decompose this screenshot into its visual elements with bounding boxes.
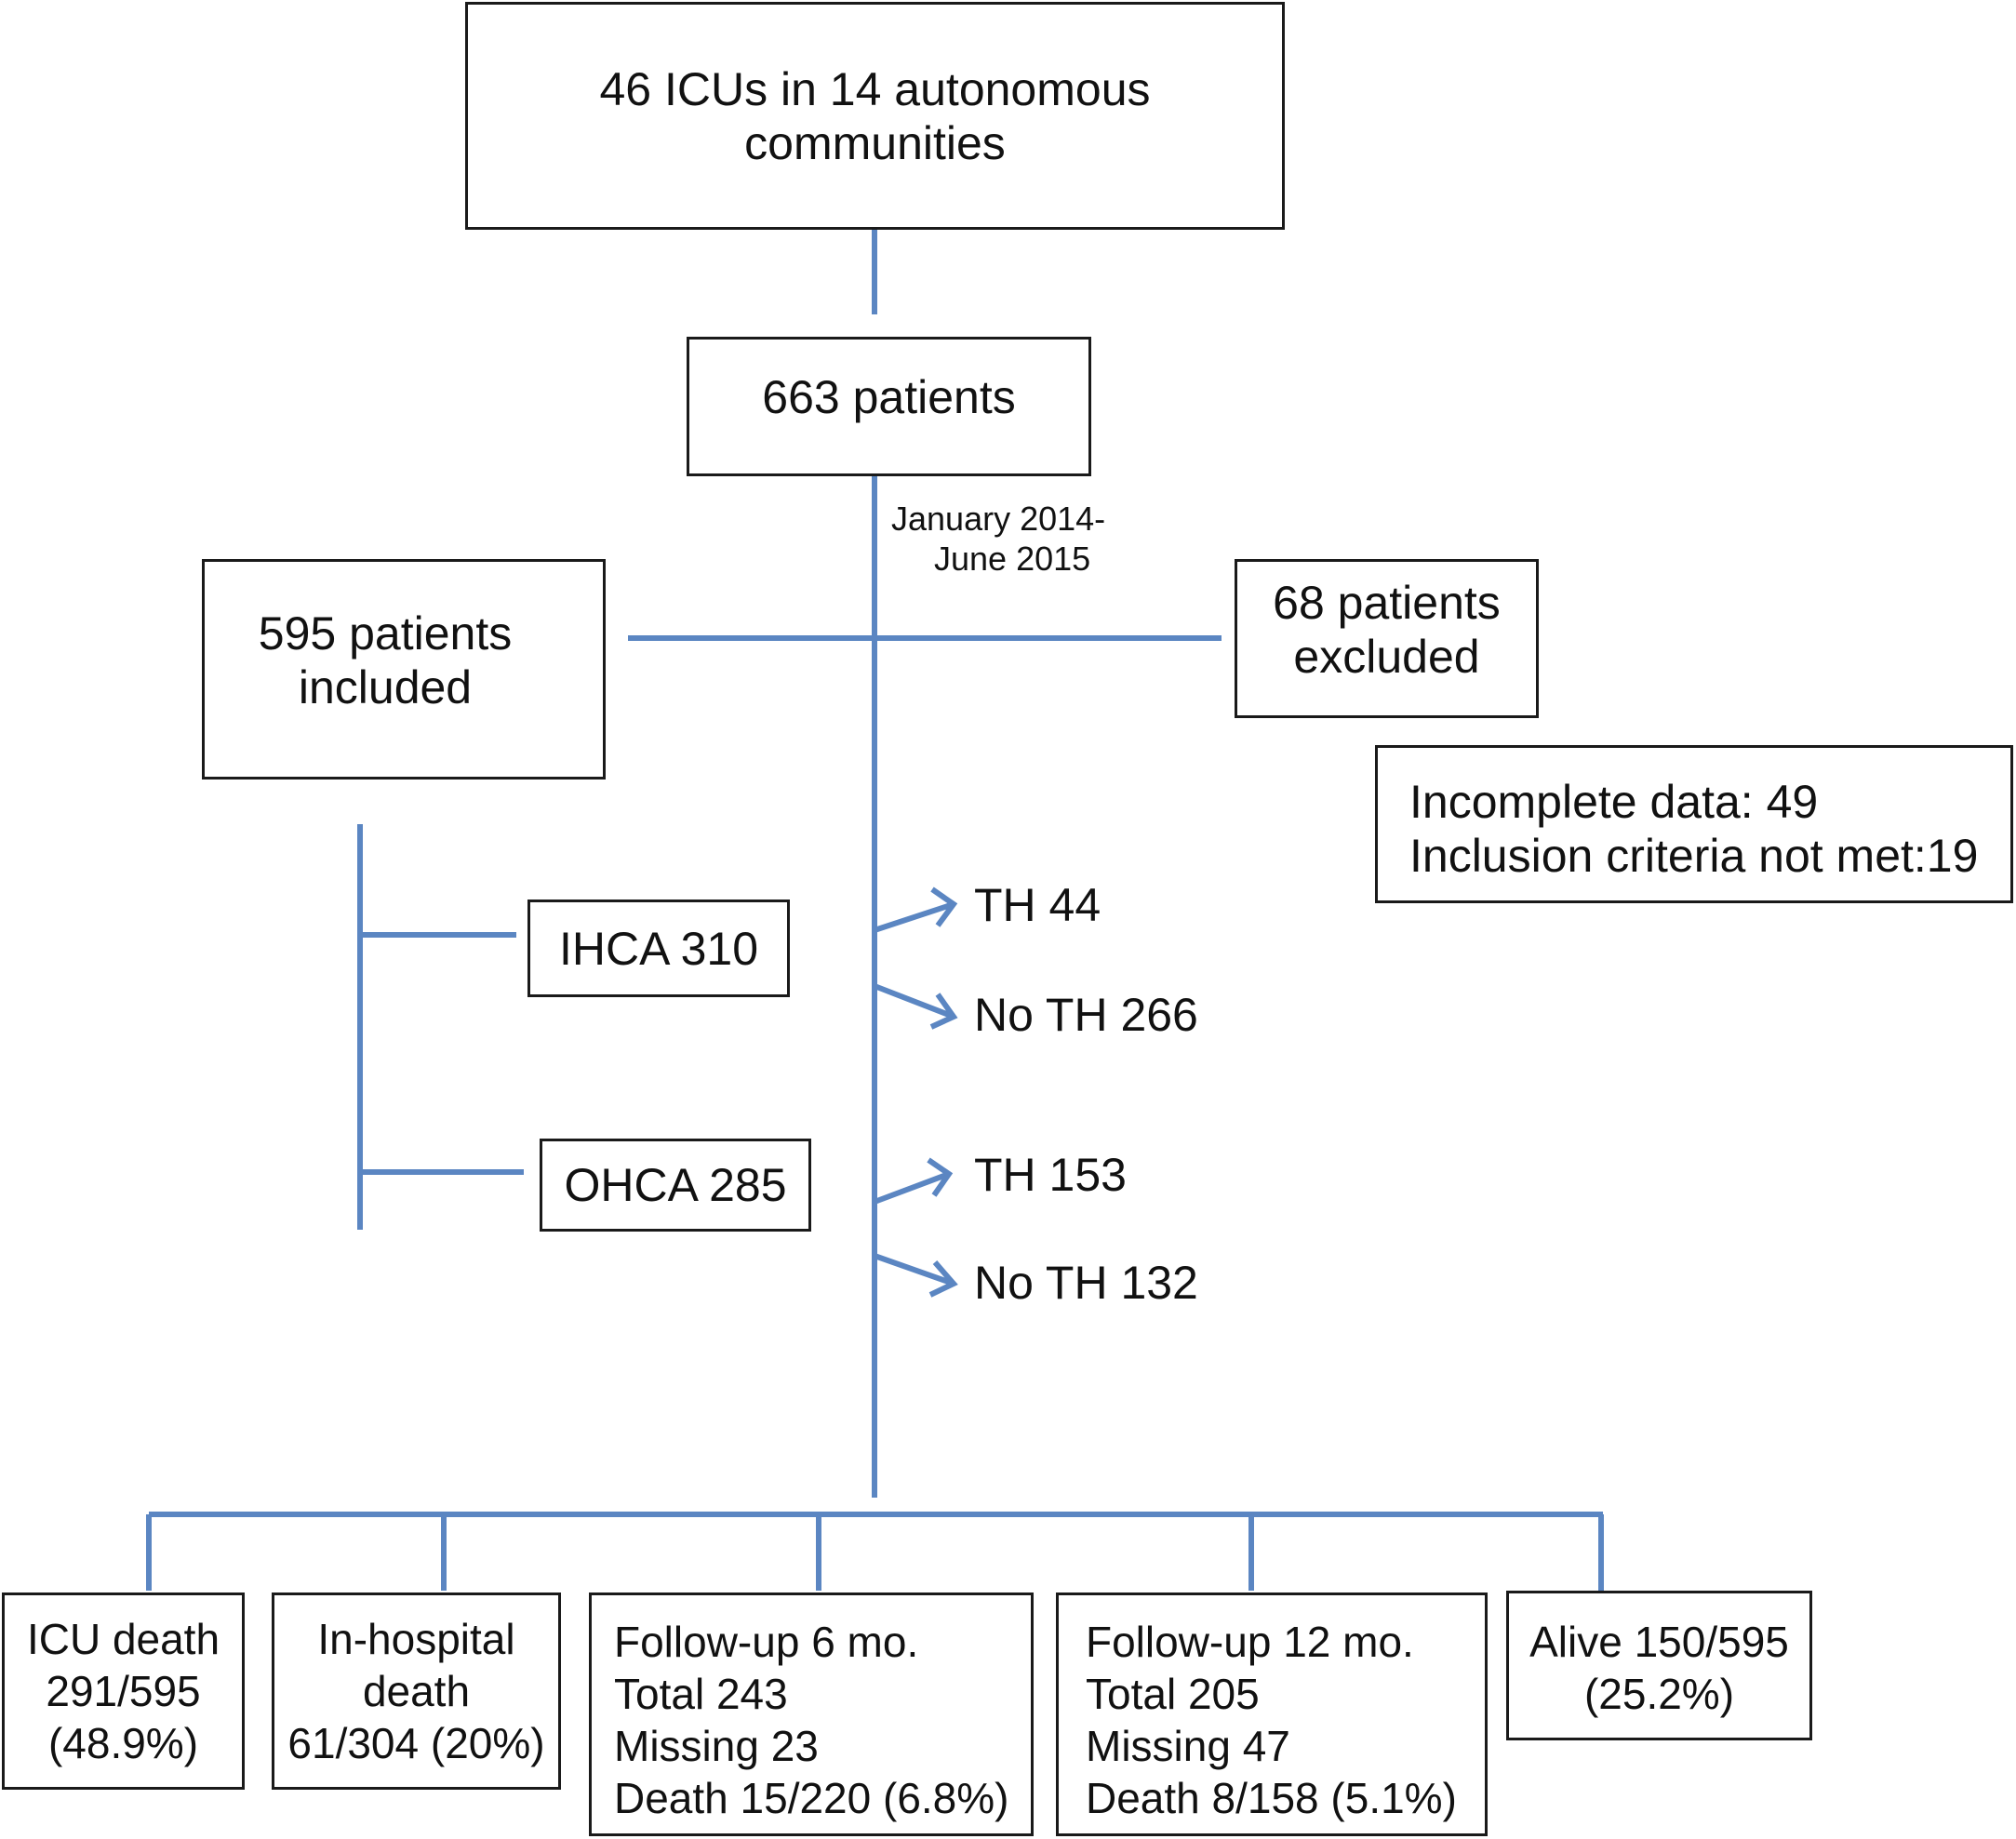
followup6-death: Death 15/220 (6.8%) (614, 1774, 1009, 1822)
alive-percent: (25.2%) (1583, 1670, 1735, 1718)
included-box: 595 patients included (202, 559, 606, 780)
exclusion-incomplete-data: Incomplete data: 49 (1409, 776, 1819, 828)
followup12-death: Death 8/158 (5.1%) (1086, 1774, 1457, 1822)
sites-line-2: communities (744, 116, 1006, 169)
outcome-followup-12mo-box: Follow-up 12 mo. Total 205 Missing 47 De… (1056, 1592, 1488, 1836)
study-period-line-2: June 2015 (934, 540, 1091, 578)
ihca-count: IHCA 310 (558, 922, 758, 975)
outcome-in-hospital-death-box: In-hospital death 61/304 (20%) (272, 1592, 561, 1790)
outcome-alive-box: Alive 150/595 (25.2%) (1506, 1591, 1812, 1740)
followup12-total: Total 205 (1086, 1670, 1260, 1718)
patients-total: 663 patients (762, 371, 1016, 423)
study-period-line-1: January 2014- (891, 500, 1106, 538)
followup6-title: Follow-up 6 mo. (614, 1618, 919, 1666)
included-line-1: 595 patients (258, 606, 513, 660)
ohca-no-th-label: No TH 132 (974, 1257, 1198, 1309)
excluded-line-2: excluded (1293, 630, 1480, 683)
arrowhead-ohca-th (927, 1157, 954, 1197)
outcome-icu-death-box: ICU death 291/595 (48.9%) (2, 1592, 245, 1790)
outcome-icu-death-line-2: 291/595 (46, 1667, 201, 1715)
included-line-2: included (298, 660, 473, 713)
sites-box: 46 ICUs in 14 autonomous communities (465, 2, 1285, 230)
followup6-missing: Missing 23 (614, 1722, 819, 1770)
arrowhead-ohca-no-th (928, 1260, 958, 1298)
ihca-no-th-label: No TH 266 (974, 989, 1198, 1041)
arrow-ohca-no-th (874, 1253, 955, 1286)
arrow-ohca-th (873, 1171, 951, 1205)
followup12-missing: Missing 47 (1086, 1722, 1290, 1770)
ohca-th-label: TH 153 (974, 1149, 1127, 1201)
outcome-followup-6mo-box: Follow-up 6 mo. Total 243 Missing 23 Dea… (589, 1592, 1034, 1836)
outcome-in-hospital-line-1: In-hospital (317, 1615, 515, 1663)
outcome-in-hospital-line-2: death (362, 1667, 471, 1715)
sites-line-1: 46 ICUs in 14 autonomous (599, 62, 1151, 115)
arrow-ihca-th (874, 901, 955, 933)
excluded-line-1: 68 patients (1273, 576, 1501, 629)
followup6-total: Total 243 (614, 1670, 788, 1718)
ihca-box: IHCA 310 (527, 900, 790, 997)
outcome-icu-death-line-1: ICU death (26, 1615, 220, 1663)
excluded-box: 68 patients excluded (1235, 559, 1539, 718)
alive-count: Alive 150/595 (1529, 1618, 1789, 1666)
exclusion-reasons-box: Incomplete data: 49 Inclusion criteria n… (1375, 745, 2013, 903)
ohca-box: OHCA 285 (540, 1139, 811, 1232)
ohca-count: OHCA 285 (564, 1159, 787, 1211)
arrowhead-ihca-th (930, 886, 958, 927)
followup12-title: Follow-up 12 mo. (1086, 1618, 1414, 1666)
study-period-label: January 2014- June 2015 (891, 499, 1105, 579)
patients-box: 663 patients (687, 337, 1091, 476)
arrow-ihca-no-th (873, 983, 955, 1019)
ihca-th-label: TH 44 (974, 879, 1101, 931)
arrowhead-ihca-no-th (929, 993, 958, 1030)
outcome-in-hospital-line-3: 61/304 (20%) (287, 1719, 545, 1767)
exclusion-criteria-not-met: Inclusion criteria not met:19 (1409, 830, 1979, 882)
outcome-icu-death-line-3: (48.9%) (47, 1719, 199, 1767)
